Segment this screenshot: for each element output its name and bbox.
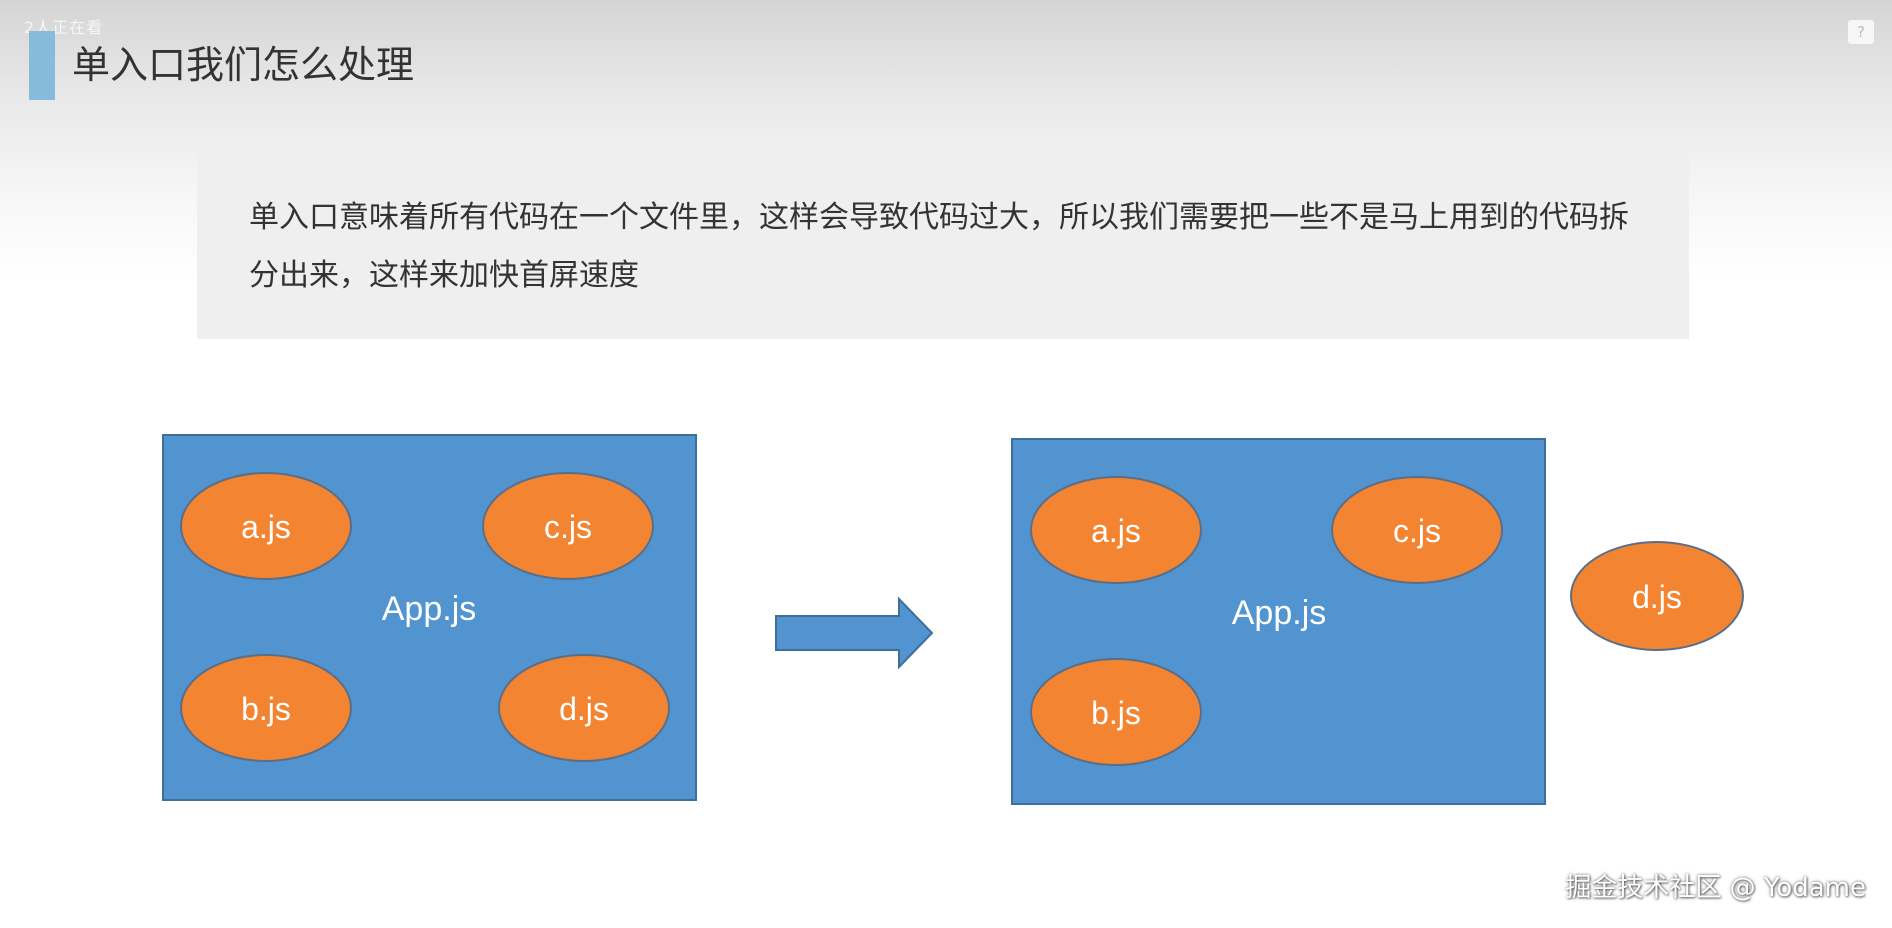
before-module-a-label: a.js xyxy=(241,509,291,545)
after-module-c-label: c.js xyxy=(1393,513,1441,549)
before-bundle: App.js a.js c.js b.js d.js xyxy=(162,434,697,801)
before-app-label: App.js xyxy=(382,590,477,628)
right-arrow-icon xyxy=(775,596,934,670)
help-icon[interactable]: ? xyxy=(1848,20,1874,44)
page-title: 单入口我们怎么处理 xyxy=(72,43,415,87)
after-module-b xyxy=(1030,658,1202,766)
before-module-d-label: d.js xyxy=(559,691,609,727)
before-module-d xyxy=(498,654,670,762)
split-module-d xyxy=(1570,541,1744,651)
after-module-c xyxy=(1331,476,1503,584)
split-module-d-label: d.js xyxy=(1632,579,1682,615)
before-module-c-label: c.js xyxy=(544,509,592,545)
after-bundle: App.js a.js c.js b.js xyxy=(1011,438,1546,805)
after-module-a xyxy=(1030,476,1202,584)
after-module-a-label: a.js xyxy=(1091,513,1141,549)
before-module-a xyxy=(180,472,352,580)
after-app-label: App.js xyxy=(1232,594,1327,632)
description-text: 单入口意味着所有代码在一个文件里，这样会导致代码过大，所以我们需要把一些不是马上… xyxy=(249,200,1629,293)
before-module-b-label: b.js xyxy=(241,691,291,727)
description-box: 单入口意味着所有代码在一个文件里，这样会导致代码过大，所以我们需要把一些不是马上… xyxy=(197,147,1689,339)
before-module-b xyxy=(180,654,352,762)
title-accent-bar xyxy=(29,31,55,100)
before-module-c xyxy=(482,472,654,580)
watermark-text: 掘金技术社区 @ Yodame xyxy=(1565,873,1866,903)
after-module-b-label: b.js xyxy=(1091,695,1141,731)
